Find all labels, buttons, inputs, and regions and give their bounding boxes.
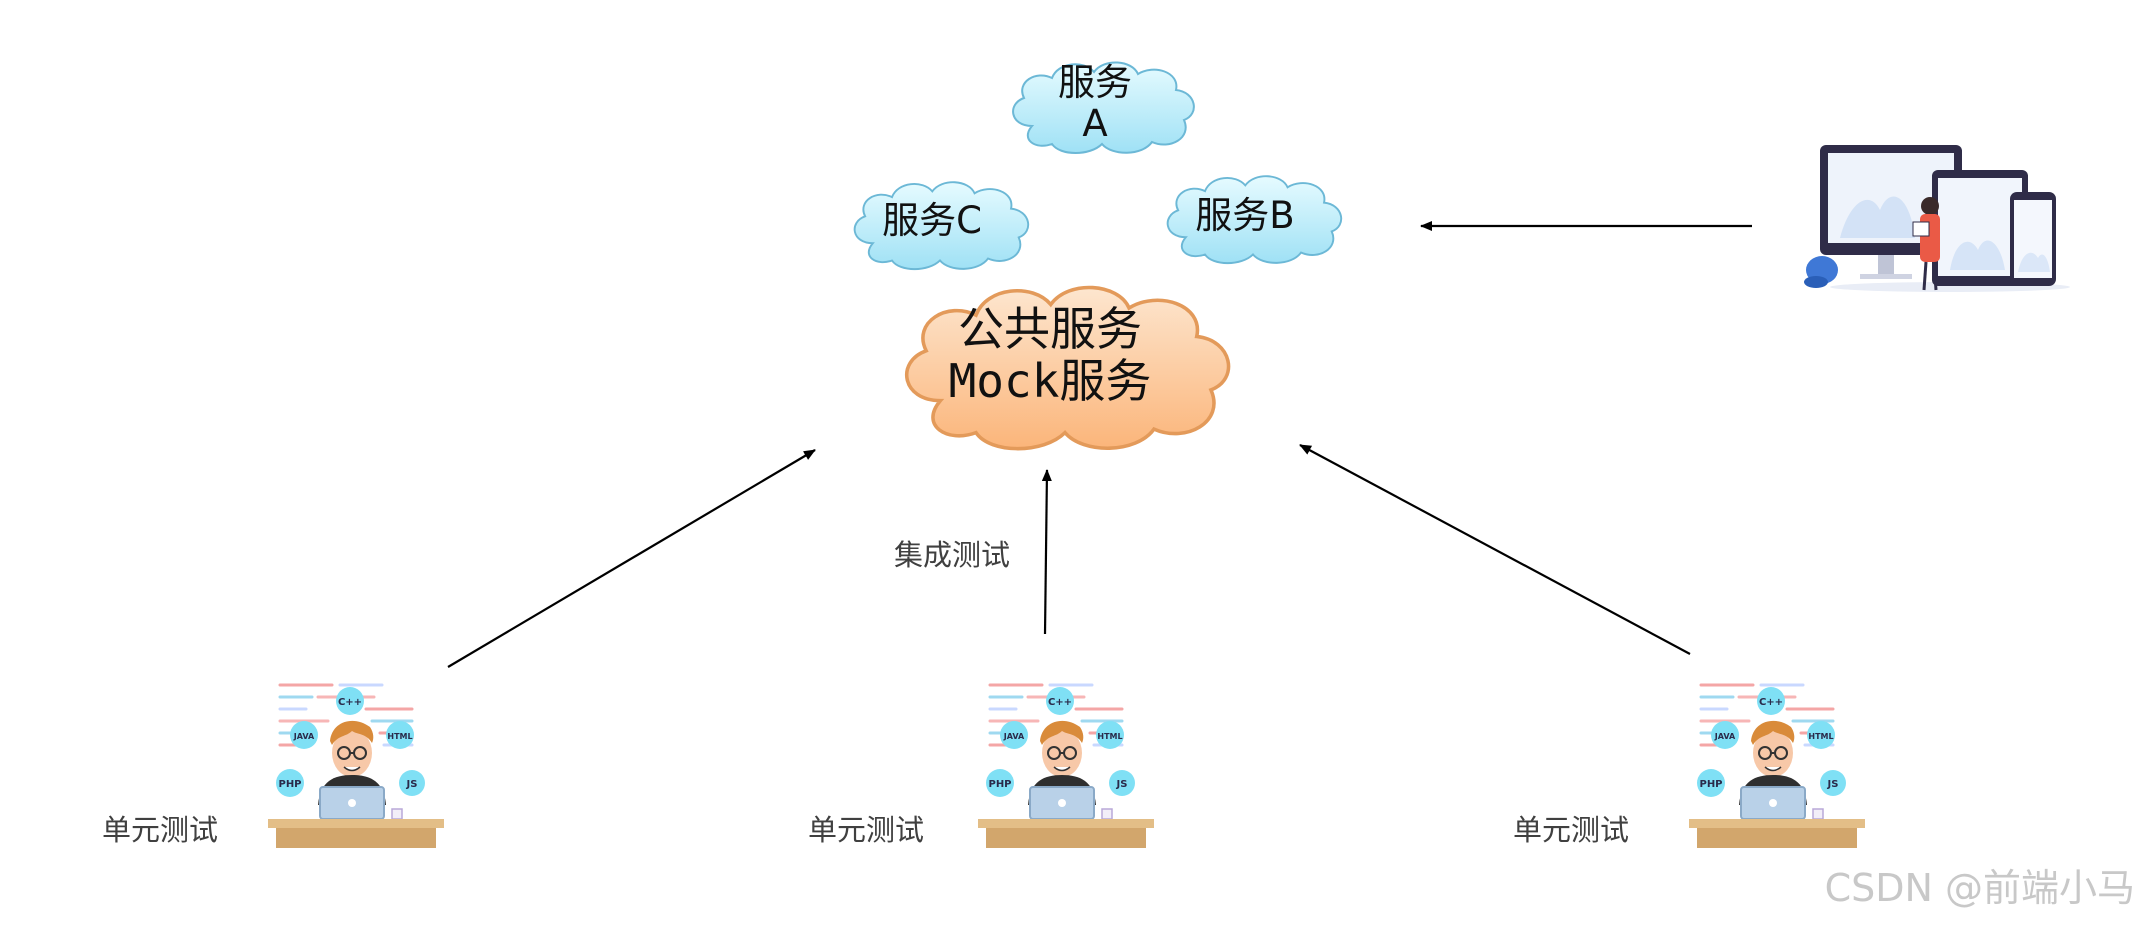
badge-js-middle: JS <box>1109 770 1135 796</box>
unit-test-label-left: 单元测试 <box>102 813 219 847</box>
badge-js-right: JS <box>1820 770 1846 796</box>
svg-text:PHP: PHP <box>278 779 301 790</box>
service-c-label: 服务C <box>862 200 1002 241</box>
badge-java-middle: JAVA <box>1000 721 1028 749</box>
badge-cpp-left: C++ <box>336 687 364 715</box>
svg-text:C++: C++ <box>1759 697 1783 708</box>
svg-text:JS: JS <box>1827 779 1839 790</box>
svg-text:HTML: HTML <box>1808 732 1833 741</box>
badge-html-middle: HTML <box>1096 721 1124 749</box>
integration-test-label: 集成测试 <box>894 538 1011 572</box>
watermark: CSDN @前端小马 <box>1824 866 2135 910</box>
svg-text:PHP: PHP <box>988 779 1011 790</box>
unit-test-label-middle: 单元测试 <box>808 813 925 847</box>
badge-cpp-middle: C++ <box>1046 687 1074 715</box>
badge-cpp-right: C++ <box>1757 687 1785 715</box>
svg-text:JS: JS <box>406 779 418 790</box>
mock-line2: Mock服务 <box>910 353 1190 408</box>
mock-line1: 公共服务 <box>958 302 1142 356</box>
service-a-line2: A <box>1082 102 1108 146</box>
arrow-right-dev-to-mock <box>1299 444 1691 655</box>
service-a-label: 服务 A <box>1040 62 1150 145</box>
svg-text:JS: JS <box>1116 779 1128 790</box>
badge-php-right: PHP <box>1697 769 1725 797</box>
arrow-left-dev-to-mock <box>447 449 816 668</box>
service-b-text: 服务B <box>1195 194 1295 237</box>
svg-text:HTML: HTML <box>387 732 412 741</box>
svg-text:JAVA: JAVA <box>1714 732 1736 741</box>
svg-text:JAVA: JAVA <box>293 732 315 741</box>
badge-html-right: HTML <box>1807 721 1835 749</box>
badge-php-middle: PHP <box>986 769 1014 797</box>
arrow-middle-dev-to-mock <box>1041 469 1052 635</box>
unit-test-label-right: 单元测试 <box>1513 813 1630 847</box>
badge-java-left: JAVA <box>290 721 318 749</box>
svg-text:C++: C++ <box>338 697 362 708</box>
arrows-group <box>447 221 1752 668</box>
service-b-label: 服务B <box>1175 195 1315 236</box>
devices-illustration <box>1804 145 2070 292</box>
service-c-text: 服务C <box>882 199 982 242</box>
svg-text:JAVA: JAVA <box>1003 732 1025 741</box>
mock-line2-prefix: Mock <box>948 353 1060 408</box>
mock-service-label: 公共服务 Mock服务 <box>910 302 1190 408</box>
svg-text:HTML: HTML <box>1097 732 1122 741</box>
badge-html-left: HTML <box>386 721 414 749</box>
svg-text:PHP: PHP <box>1699 779 1722 790</box>
badge-js-left: JS <box>399 770 425 796</box>
mock-line2-suffix: 服务 <box>1059 353 1152 408</box>
service-a-line1: 服务 <box>1058 61 1132 104</box>
svg-text:C++: C++ <box>1048 697 1072 708</box>
badge-java-right: JAVA <box>1711 721 1739 749</box>
badge-php-left: PHP <box>276 769 304 797</box>
